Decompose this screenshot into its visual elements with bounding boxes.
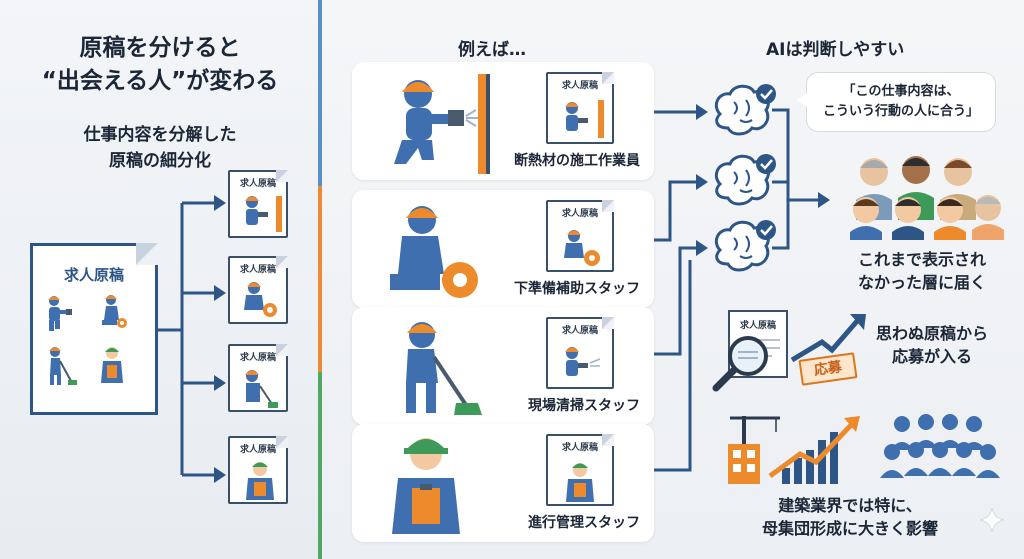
main-title-line1: 原稿を分けると <box>79 35 241 61</box>
document-fold <box>276 344 288 356</box>
magnifier-icon <box>712 336 768 392</box>
subtitle-line2: 原稿の細分化 <box>109 151 211 171</box>
reach-line2: なかった層に届く <box>857 273 986 292</box>
branch-arrows <box>158 195 226 483</box>
example-card-prep: 求人原稿 下準備補助スタッフ <box>352 190 654 308</box>
broom-worker-icon <box>245 370 278 408</box>
mini-job-document: 求人原稿 <box>228 170 288 238</box>
tape-worker-icon <box>564 230 600 266</box>
mini-doc-label: 求人原稿 <box>239 353 276 363</box>
clipboard-worker-icon <box>392 438 460 534</box>
card-job-document: 求人原稿 <box>546 317 614 389</box>
card-job-document: 求人原稿 <box>546 72 614 144</box>
rising-arrow-icon <box>790 314 866 363</box>
card-doc-label: 求人原稿 <box>561 326 598 336</box>
document-fold <box>276 170 288 182</box>
broom-worker-icon <box>406 322 482 415</box>
apply-line2: 応募が入る <box>891 347 972 366</box>
card-doc-label: 求人原稿 <box>561 443 598 453</box>
drill-worker-icon <box>245 196 282 232</box>
construction-growth-icon <box>728 416 860 484</box>
mini-doc-label: 求人原稿 <box>239 179 276 189</box>
subtitle-line1: 仕事内容を分解した <box>83 125 237 145</box>
search-doc-label: 求人原稿 <box>739 321 776 331</box>
subtitle: 仕事内容を分解した 原稿の細分化 <box>60 122 260 174</box>
apply-text: 思わぬ原稿から 応募が入る <box>862 322 1002 368</box>
example-card-insulation: 求人原稿 断熱材の施工作業員 <box>352 62 654 180</box>
main-title: 原稿を分けると “出会える人”が変わる <box>20 32 300 98</box>
ai-heading: AIは判断しやすい <box>766 40 905 60</box>
mini-job-document: 求人原稿 <box>228 256 288 324</box>
apply-line1: 思わぬ原稿から <box>875 324 988 343</box>
clipboard-worker-icon <box>246 462 274 500</box>
document-fold <box>602 434 614 446</box>
speech-line2: こういう行動の人に合う」 <box>822 104 979 119</box>
example-card-management: 求人原稿 進行管理スタッフ <box>352 424 654 542</box>
document-fold <box>276 256 288 268</box>
card-doc-label: 求人原稿 <box>561 81 598 91</box>
impact-line2: 母集団形成に大きく影響 <box>761 519 938 538</box>
reach-line1: これまで表示され <box>857 250 986 269</box>
brain-check-icon <box>714 154 776 206</box>
main-title-line2: “出会える人”が変わる <box>41 68 279 94</box>
big-doc-label: 求人原稿 <box>63 266 124 284</box>
tape-worker-icon <box>390 206 478 298</box>
brain-check-icon <box>714 220 776 272</box>
document-fold <box>276 436 288 448</box>
clipboard-worker-icon <box>566 463 594 502</box>
card-caption: 進行管理スタッフ <box>528 515 640 531</box>
mini-job-document: 求人原稿 <box>228 344 288 412</box>
divider-segment-blue <box>318 0 322 186</box>
drill-worker-icon <box>565 347 601 376</box>
mini-doc-label: 求人原稿 <box>239 445 276 455</box>
big-job-document: 求人原稿 <box>30 243 158 415</box>
drill-worker-icon <box>394 74 490 174</box>
four-workers-icon <box>48 295 127 385</box>
card-job-document: 求人原稿 <box>546 434 614 506</box>
examples-heading: 例えば… <box>458 40 526 60</box>
speech-line1: 「この仕事内容は、 <box>842 84 960 99</box>
card-caption: 下準備補助スタッフ <box>514 281 640 297</box>
example-card-cleaning: 求人原稿 現場清掃スタッフ <box>352 307 654 425</box>
document-fold <box>602 200 614 212</box>
card-job-document: 求人原稿 <box>546 200 614 272</box>
mini-job-document: 求人原稿 <box>228 436 288 504</box>
document-fold <box>602 72 614 84</box>
tape-worker-icon <box>244 282 277 317</box>
divider-segment-orange <box>318 186 322 372</box>
card-caption: 現場清掃スタッフ <box>528 398 640 414</box>
document-fold <box>136 243 158 265</box>
document-fold <box>602 317 614 329</box>
mini-doc-label: 求人原稿 <box>239 265 276 275</box>
drill-worker-icon <box>565 100 604 138</box>
crowd-icon <box>880 414 1000 478</box>
card-caption: 断熱材の施工作業員 <box>514 153 640 169</box>
diverse-people-icon <box>850 156 1004 240</box>
brain-check-icon <box>714 84 776 136</box>
divider-segment-green <box>318 372 322 559</box>
card-doc-label: 求人原稿 <box>561 209 598 219</box>
impact-line1: 建築業界では特に、 <box>778 496 922 515</box>
ai-speech-bubble: 「この仕事内容は、 こういう行動の人に合う」 <box>797 72 996 132</box>
impact-text: 建築業界では特に、 母集団形成に大きく影響 <box>736 494 964 540</box>
sparkle-icon <box>979 507 1005 533</box>
reach-text: これまで表示され なかった層に届く <box>836 248 1008 294</box>
